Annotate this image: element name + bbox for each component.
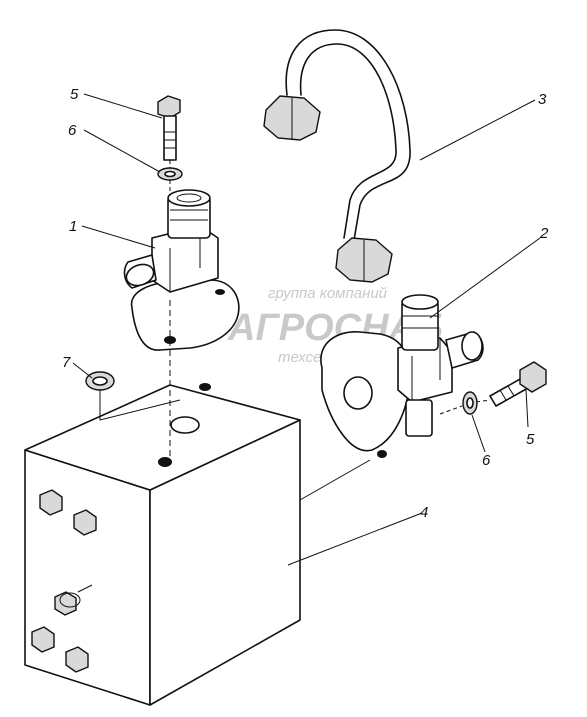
front-bolt: [31, 489, 97, 673]
callout-labels: 5 6 1 7 3 2 5 6 4: [62, 86, 549, 521]
callout-6-right: 6: [482, 452, 491, 469]
callout-5-right: 5: [526, 431, 535, 448]
callout-1: 1: [69, 218, 77, 235]
callout-5-left: 5: [70, 86, 79, 103]
callout-7: 7: [62, 354, 71, 371]
callout-3: 3: [538, 91, 547, 108]
part-2-fitting: [320, 294, 484, 458]
part-6-washer-left: [157, 167, 183, 181]
part-6-washer-right: [462, 391, 478, 415]
callout-4: 4: [420, 504, 428, 521]
callout-6-left: 6: [68, 122, 77, 139]
part-1-fitting: [123, 189, 240, 351]
callout-2: 2: [539, 225, 549, 242]
part-7-washer: [85, 371, 115, 391]
watermark-line1: группа компаний: [268, 285, 388, 302]
part-5-bolt-left: [157, 95, 181, 161]
leader-lines: [72, 93, 541, 566]
part-3-pipe: [263, 29, 411, 283]
part-4-valve-block: [24, 380, 301, 706]
part-5-bolt-right: [489, 361, 547, 407]
front-fitting: [54, 584, 93, 616]
